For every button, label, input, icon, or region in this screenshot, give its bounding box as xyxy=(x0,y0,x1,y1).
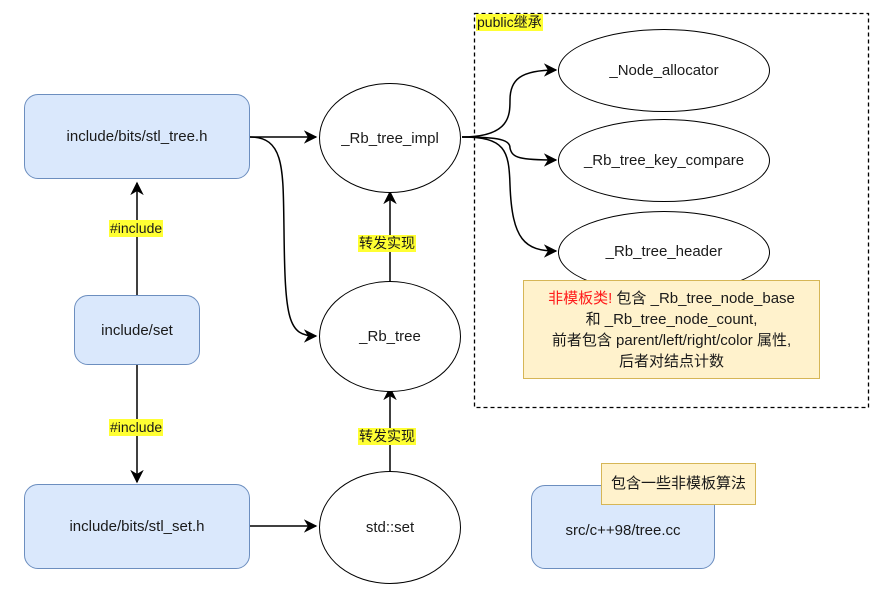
file-stl-set-h-label: include/bits/stl_set.h xyxy=(69,518,205,535)
public-inheritance-group-border xyxy=(473,12,870,409)
public-inheritance-label: public继承 xyxy=(476,14,543,31)
file-stl-set-h[interactable]: include/bits/stl_set.h xyxy=(24,484,250,569)
note-line-1: 非模板类! 包含 _Rb_tree_node_base xyxy=(524,288,819,309)
note-tree-cc: 包含一些非模板算法 xyxy=(601,463,756,505)
edge-impl-to-key-compare xyxy=(461,136,558,167)
class-rb-tree-label: _Rb_tree xyxy=(359,328,421,345)
class-header-label: _Rb_tree_header xyxy=(605,243,723,260)
class-node-allocator[interactable]: _Node_allocator xyxy=(558,29,770,112)
file-tree-cc-label: src/c++98/tree.cc xyxy=(565,521,681,539)
class-rb-tree-impl[interactable]: _Rb_tree_impl xyxy=(319,83,461,193)
edge-impl-to-header xyxy=(461,136,558,258)
file-include-set-label: include/set xyxy=(101,321,173,339)
class-key-compare[interactable]: _Rb_tree_key_compare xyxy=(558,119,770,202)
edge-label-forward-lower: 转发实现 xyxy=(358,428,416,445)
edge-stl-tree-to-rb-tree xyxy=(249,136,318,343)
class-rb-tree[interactable]: _Rb_tree xyxy=(319,281,461,392)
note-line-3: 前者包含 parent/left/right/color 属性, xyxy=(551,332,792,349)
edge-label-include-lower: #include xyxy=(109,419,164,436)
edge-label-forward-upper: 转发实现 xyxy=(358,235,416,252)
file-include-set[interactable]: include/set xyxy=(74,295,200,365)
note-non-template-header: 非模板类! 包含 _Rb_tree_node_base 和 _Rb_tree_n… xyxy=(523,280,820,379)
file-stl-tree-h-label: include/bits/stl_tree.h xyxy=(66,128,208,145)
edge-impl-to-node-allocator xyxy=(461,63,558,138)
note-warning-text: 非模板类! xyxy=(548,290,613,307)
edge-label-include-upper: #include xyxy=(109,220,164,237)
class-key-compare-label: _Rb_tree_key_compare xyxy=(583,152,745,169)
note-line-1-rest: 包含 _Rb_tree_node_base xyxy=(612,290,795,307)
class-std-set-label: std::set xyxy=(365,519,415,536)
class-std-set[interactable]: std::set xyxy=(319,471,461,584)
note-line-4: 后者对结点计数 xyxy=(618,353,724,370)
class-node-allocator-label: _Node_allocator xyxy=(609,62,719,79)
file-stl-tree-h[interactable]: include/bits/stl_tree.h xyxy=(24,94,250,179)
class-rb-tree-impl-label: _Rb_tree_impl xyxy=(341,129,439,147)
note-line-2: 和 _Rb_tree_node_count, xyxy=(585,311,758,328)
